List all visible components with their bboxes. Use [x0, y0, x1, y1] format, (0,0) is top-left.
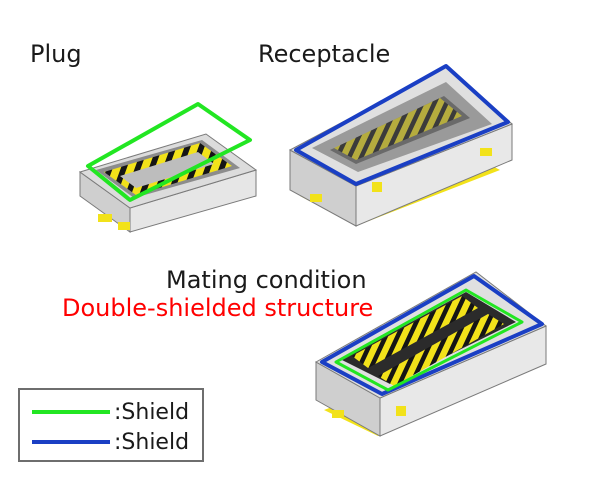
legend-text: :Shield	[114, 399, 190, 425]
green-line-swatch	[32, 410, 110, 414]
legend-item-blue-shield: :Shield	[32, 428, 189, 456]
legend-item-green-shield: :Shield	[32, 398, 189, 426]
legend-text: :Shield	[114, 429, 190, 455]
receptacle-connector	[288, 64, 513, 227]
mating-condition-label: Mating condition	[166, 266, 367, 294]
blue-line-swatch	[32, 440, 110, 444]
double-shield-label: Double-shielded structure	[62, 294, 374, 322]
plug-label: Plug	[30, 40, 82, 68]
mated-connector	[314, 271, 547, 437]
legend-box: :Shield :Shield	[18, 388, 204, 462]
receptacle-label: Receptacle	[258, 40, 391, 68]
plug-connector	[78, 102, 258, 233]
